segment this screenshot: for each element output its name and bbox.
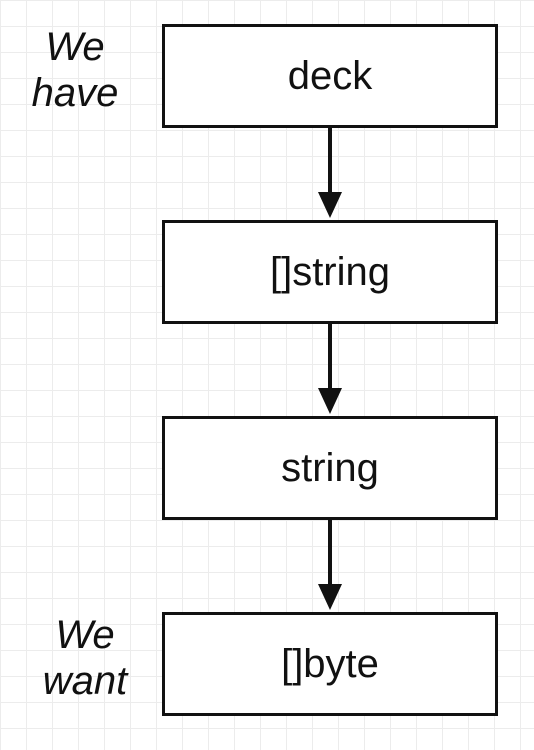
arrow-deck-to-string-slice bbox=[318, 128, 342, 218]
node-string: string bbox=[162, 416, 498, 520]
arrow-head bbox=[318, 192, 342, 218]
annotation-we-have: We have bbox=[10, 24, 140, 116]
node-deck-label: deck bbox=[287, 53, 373, 98]
node-string-slice-label: []string bbox=[269, 249, 391, 294]
annotation-we-want-line2: want bbox=[42, 659, 128, 703]
arrow-head bbox=[318, 584, 342, 610]
node-deck: deck bbox=[162, 24, 498, 128]
annotation-we-want-line1: We bbox=[55, 613, 115, 657]
node-string-label: string bbox=[281, 445, 379, 490]
arrow-string-slice-to-string bbox=[318, 324, 342, 414]
annotation-we-have-line2: have bbox=[31, 71, 119, 115]
annotation-we-want: We want bbox=[20, 612, 150, 704]
node-byte-slice: []byte bbox=[162, 612, 498, 716]
arrow-head bbox=[318, 388, 342, 414]
node-byte-slice-label: []byte bbox=[281, 641, 379, 686]
arrow-string-to-byte-slice bbox=[318, 520, 342, 610]
annotation-we-have-line1: We bbox=[45, 25, 105, 69]
node-string-slice: []string bbox=[162, 220, 498, 324]
